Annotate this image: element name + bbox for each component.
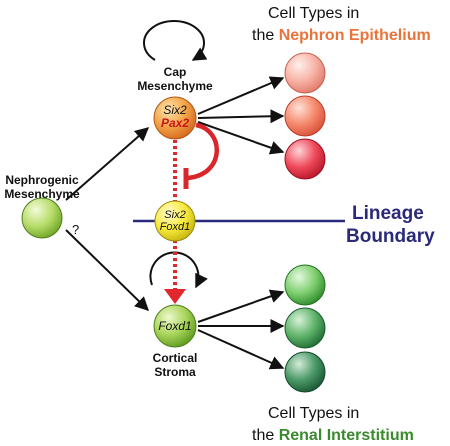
- epithelium-cell-1: [284, 52, 326, 94]
- bottom-heading-prefix: the: [252, 427, 279, 444]
- nephrogenic-label-line2: Mesenchyme: [4, 187, 80, 201]
- top-heading-line1: Cell Types in: [268, 5, 359, 22]
- stroma-label-line1: Cortical: [153, 351, 198, 365]
- epithelium-cell-2: [284, 95, 326, 137]
- arrow-epi-1: [197, 76, 285, 115]
- top-heading-line2: the Nephron Epithelium: [252, 27, 431, 44]
- interstitium-cell-1: [284, 264, 326, 306]
- stroma-cell: [153, 304, 197, 348]
- cap-self-renewal-arrow: [143, 20, 208, 61]
- progenitor-cell: [154, 200, 196, 242]
- bottom-heading-line1: Cell Types in: [268, 405, 359, 422]
- interstitium-cell-3: [284, 351, 326, 393]
- epithelium-cell-3: [284, 138, 326, 180]
- arrow-to-stroma: [65, 229, 150, 311]
- cap-label-line1: Cap: [164, 65, 187, 79]
- cap-marker-six2: Six2: [163, 103, 187, 117]
- progenitor-marker-six2: Six2: [164, 209, 185, 221]
- inhibition-curve: [187, 122, 219, 181]
- cap-label-line2: Mesenchyme: [137, 79, 213, 93]
- top-heading-prefix: the: [252, 27, 279, 44]
- lineage-label-line2: Boundary: [346, 226, 435, 247]
- bottom-heading-line2: the Renal Interstitium: [252, 427, 414, 444]
- bottom-heading-highlight: Renal Interstitium: [279, 427, 414, 444]
- red-arrowhead: [164, 289, 186, 304]
- cap-marker-pax2: Pax2: [161, 116, 189, 130]
- nephrogenic-label-line1: Nephrogenic: [5, 173, 79, 187]
- cap-cell: [153, 96, 197, 140]
- progenitor-marker-foxd1: Foxd1: [160, 221, 191, 233]
- stroma-label-line2: Stroma: [154, 365, 196, 379]
- arrow-int-1: [197, 289, 285, 323]
- stroma-self-renewal-arrow: [149, 251, 208, 289]
- lineage-label-line1: Lineage: [352, 203, 424, 224]
- interstitium-cell-2: [284, 307, 326, 349]
- arrow-to-cap: [65, 127, 150, 201]
- arrow-epi-3: [197, 121, 285, 155]
- nephrogenic-cell: [21, 197, 63, 239]
- stroma-marker-foxd1: Foxd1: [158, 319, 191, 333]
- arrow-epi-2: [197, 109, 285, 124]
- nephrogenic-question: ?: [72, 222, 79, 237]
- top-heading-highlight: Nephron Epithelium: [279, 27, 431, 44]
- arrow-int-3: [197, 329, 285, 370]
